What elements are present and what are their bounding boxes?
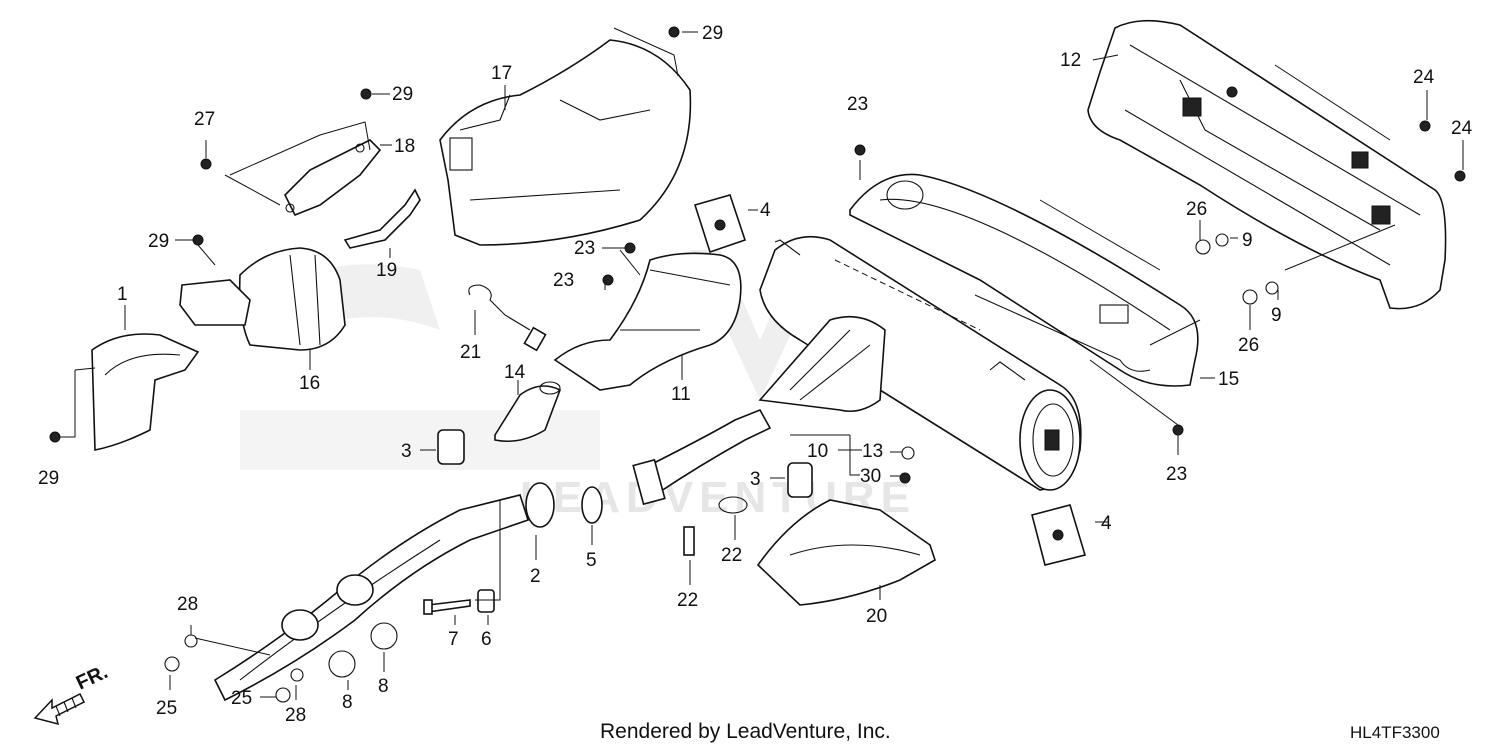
catalytic-cone	[758, 315, 886, 413]
part-1-lower-shield	[91, 333, 200, 451]
part-17-upper-heat-shield	[439, 39, 692, 246]
part-3-rubber-upper	[437, 429, 465, 465]
part-8-gasket-right	[370, 622, 398, 650]
part-18-bracket	[284, 139, 382, 217]
part-3-rubber-lower	[787, 462, 813, 498]
callout-25-left[interactable]: 25	[156, 698, 177, 719]
part-11-heat-shield	[553, 252, 742, 391]
callout-16[interactable]: 16	[299, 373, 320, 394]
fasteners	[49, 26, 1466, 703]
callout-24-left[interactable]: 24	[1413, 67, 1435, 88]
callout-25-right[interactable]: 25	[231, 688, 252, 709]
callout-9-lower[interactable]: 9	[1271, 305, 1282, 326]
callout-30[interactable]: 30	[860, 466, 881, 487]
callout-21[interactable]: 21	[460, 342, 481, 363]
callout-11[interactable]: 11	[671, 384, 691, 405]
callout-6[interactable]: 6	[481, 629, 492, 650]
callouts: 1 2 3 3 4 4 5 6 7 8 8 9 9 10 11 12 13 14…	[38, 23, 1473, 726]
callout-19[interactable]: 19	[376, 260, 397, 281]
part-12-rear-heat-guard	[1087, 19, 1447, 310]
part-22-clamp	[718, 496, 748, 514]
callout-23-right[interactable]: 23	[1166, 464, 1187, 485]
callout-15[interactable]: 15	[1218, 369, 1239, 390]
diagram-code: HL4TF3300	[1350, 723, 1440, 742]
part-22-stud	[683, 526, 695, 556]
part-14-sleeve	[494, 381, 562, 443]
part-6-spring	[477, 589, 495, 613]
callout-23-top[interactable]: 23	[847, 94, 868, 115]
part-21-sensor	[468, 284, 547, 352]
direction-label: FR.	[73, 661, 111, 695]
rendered-by-footer: Rendered by LeadVenture, Inc.	[600, 720, 891, 743]
callout-26-lower[interactable]: 26	[1238, 335, 1259, 356]
callout-17[interactable]: 17	[491, 63, 512, 84]
callout-29-top[interactable]: 29	[702, 23, 723, 44]
callout-3-lower[interactable]: 3	[750, 469, 761, 490]
part-5-gasket	[581, 486, 603, 524]
callout-29-left[interactable]: 29	[148, 231, 169, 252]
callout-9-upper[interactable]: 9	[1242, 230, 1253, 251]
callout-23-upper[interactable]: 23	[574, 238, 595, 259]
part-4-mount-upper	[693, 194, 747, 254]
part-19-stay	[343, 188, 421, 249]
part-8-gasket-left	[328, 650, 356, 678]
callout-18[interactable]: 18	[394, 136, 415, 157]
front-direction-indicator: FR.	[33, 661, 111, 726]
callout-3-upper[interactable]: 3	[401, 441, 412, 462]
callout-4-lower[interactable]: 4	[1101, 513, 1112, 534]
callout-8-left[interactable]: 8	[342, 692, 353, 713]
part-20-shield	[756, 499, 936, 606]
muffler-body	[759, 235, 1082, 491]
callout-22-stud[interactable]: 22	[677, 590, 698, 611]
callout-28-right[interactable]: 28	[285, 705, 306, 726]
callout-5[interactable]: 5	[586, 550, 597, 571]
callout-29-bottom[interactable]: 29	[38, 468, 59, 489]
callout-1[interactable]: 1	[117, 284, 128, 305]
callout-29-upper[interactable]: 29	[392, 84, 413, 105]
callout-4-upper[interactable]: 4	[760, 200, 771, 221]
callout-10[interactable]: 10	[807, 441, 828, 462]
callout-24-right[interactable]: 24	[1451, 118, 1473, 139]
callout-23-middle[interactable]: 23	[553, 270, 574, 291]
callout-7[interactable]: 7	[448, 629, 459, 650]
part-2-exhaust-pipe	[213, 482, 555, 702]
callout-27[interactable]: 27	[194, 109, 215, 130]
callout-22-clamp[interactable]: 22	[721, 545, 742, 566]
callout-20[interactable]: 20	[866, 606, 887, 627]
callout-2[interactable]: 2	[530, 566, 541, 587]
callout-26-upper[interactable]: 26	[1186, 199, 1207, 220]
leader-lines	[60, 27, 1464, 700]
callout-13[interactable]: 13	[862, 441, 883, 462]
callout-28-left[interactable]: 28	[177, 594, 198, 615]
middle-pipe	[632, 408, 772, 506]
callout-12[interactable]: 12	[1060, 50, 1081, 71]
callout-8-right[interactable]: 8	[378, 676, 389, 697]
part-7-bolt	[423, 599, 471, 615]
part-4-mount-lower	[1031, 504, 1087, 566]
part-16-shield	[179, 247, 346, 351]
callout-14[interactable]: 14	[504, 362, 526, 383]
part-15-muffler-heat-guard	[849, 173, 1199, 387]
